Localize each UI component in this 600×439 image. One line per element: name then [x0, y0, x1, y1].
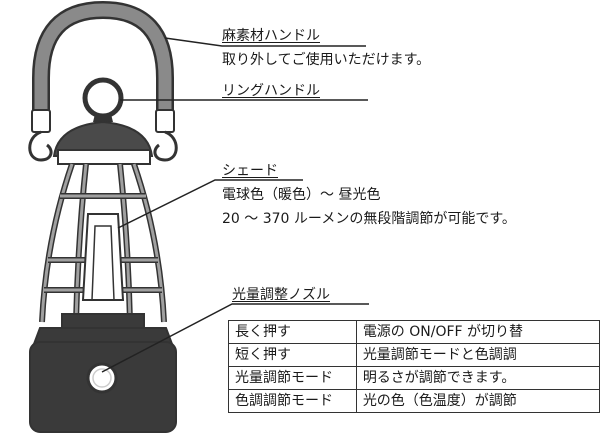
ring-handle — [82, 77, 124, 122]
table-row: 光量調節モード 明るさが調節できます。 — [228, 366, 600, 390]
operation-action: 色調調節モード — [228, 389, 357, 413]
rope-handle — [28, 0, 178, 162]
table-row: 色調調節モード 光の色（色温度）が調節 — [228, 389, 600, 413]
table-row: 短く押す 光量調節モードと色調調 — [228, 343, 600, 367]
operation-result: 明るさが調節できます。 — [355, 366, 600, 390]
operation-result: 光量調節モードと色調調 — [355, 343, 600, 367]
knob-title: 光量調整ノズル — [232, 287, 330, 303]
operation-action: 長く押す — [228, 320, 357, 344]
shade-color-range: 電球色（暖色）～ 昼光色 — [222, 187, 381, 203]
shade-lumen-range: 20 ～ 370 ルーメンの無段階調節が可能です。 — [222, 211, 516, 227]
top-cap — [52, 120, 154, 165]
rope-handle-title: 麻素材ハンドル — [222, 28, 320, 44]
base-body — [29, 341, 177, 433]
light-tube — [81, 213, 125, 301]
leader-lines — [101, 37, 369, 373]
base-collar — [32, 313, 174, 345]
rope-handle-description: 取り外してご使用いただけます。 — [222, 52, 431, 68]
shade-title: シェード — [222, 163, 278, 179]
operation-action: 短く押す — [228, 343, 357, 367]
operation-result: 光の色（色温度）が調節 — [355, 389, 600, 413]
table-row: 長く押す 電源の ON/OFF が切り替 — [228, 320, 600, 344]
operation-result: 電源の ON/OFF が切り替 — [355, 320, 600, 344]
ring-handle-title: リングハンドル — [222, 83, 320, 99]
dimmer-knob — [86, 362, 118, 394]
knob-operation-table: 長く押す 電源の ON/OFF が切り替 短く押す 光量調節モードと色調調 光量… — [228, 320, 600, 413]
operation-action: 光量調節モード — [228, 366, 357, 390]
